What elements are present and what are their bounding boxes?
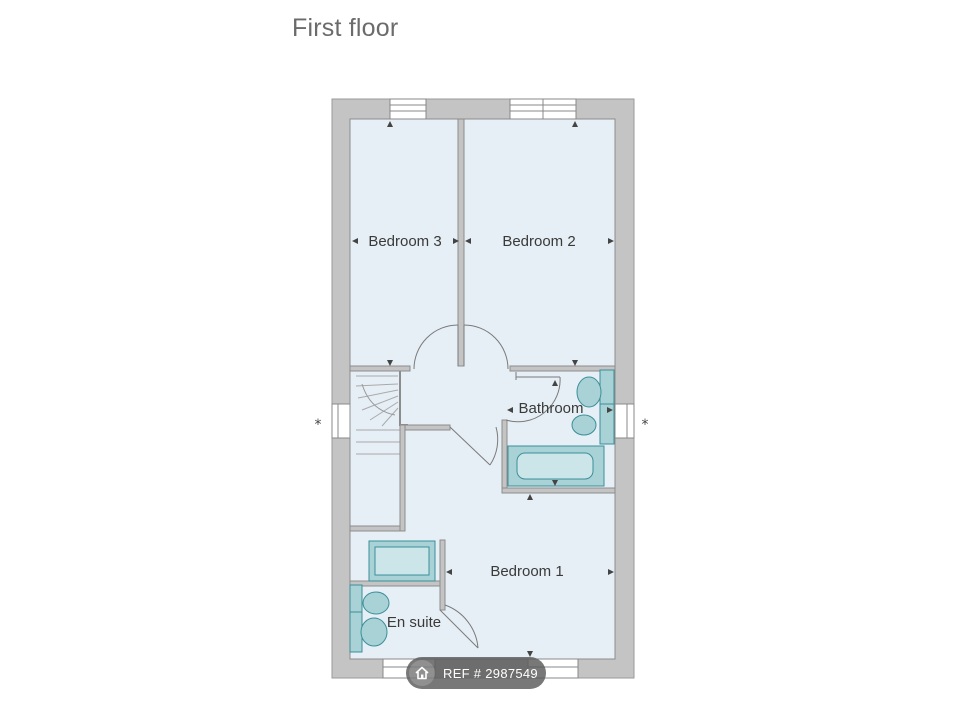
door-bedroom-1 — [449, 426, 499, 466]
ensuite-basin — [349, 611, 388, 653]
label-ensuite: En suite — [387, 614, 441, 631]
window-right — [614, 403, 635, 439]
ensuite-shower — [368, 540, 436, 582]
home-icon — [409, 660, 435, 686]
window-left — [331, 403, 351, 439]
window-top-right — [509, 98, 577, 120]
label-bedroom-3: Bedroom 3 — [368, 233, 441, 250]
door-ensuite — [439, 604, 479, 649]
wall-landing-b1 — [404, 424, 451, 431]
mark-right: * — [642, 417, 649, 433]
door-bathroom — [505, 372, 561, 423]
bathtub — [507, 445, 605, 487]
wall-b2-bottom — [509, 365, 616, 372]
ensuite-toilet — [349, 584, 390, 620]
window-top-left — [389, 98, 427, 120]
door-bedroom-3 — [413, 324, 459, 370]
wall-stairs-right — [399, 424, 406, 532]
wall-b3-b2 — [457, 118, 465, 367]
wall-stairs-bottom — [349, 525, 403, 532]
wall-b3-bottom — [349, 365, 411, 372]
label-bedroom-2: Bedroom 2 — [502, 233, 575, 250]
ref-badge: REF # 2987549 — [406, 657, 546, 689]
label-bedroom-1: Bedroom 1 — [490, 563, 563, 580]
door-bedroom-2 — [463, 324, 509, 370]
bathroom-basin — [571, 403, 615, 445]
ref-text: REF # 2987549 — [443, 665, 538, 681]
page-title: First floor — [292, 14, 399, 42]
dimension-arrows — [352, 121, 614, 657]
wall-bath-bottom — [501, 487, 616, 494]
wall-ensuite-right — [439, 539, 446, 611]
wall-ensuite-top — [349, 580, 446, 587]
mark-left: * — [315, 417, 322, 433]
stairs — [349, 370, 408, 527]
wall-bath-left — [501, 419, 508, 493]
label-bathroom: Bathroom — [518, 400, 583, 417]
